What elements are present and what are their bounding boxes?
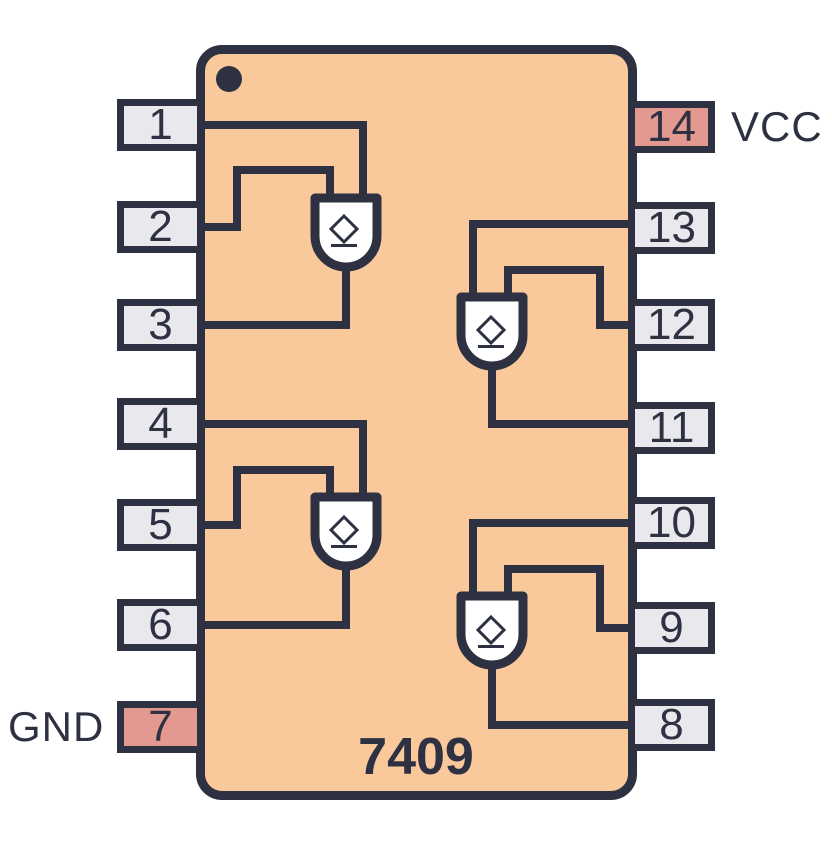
pin-number: 13 (647, 203, 696, 252)
pin-10: 10 (628, 497, 715, 549)
pin-14-vcc: 14 (628, 101, 715, 153)
pin-number: 4 (148, 399, 173, 448)
and-gate-3 (310, 492, 382, 571)
open-collector-icon (328, 514, 360, 546)
pin-number: 7 (148, 702, 173, 751)
pin-3: 3 (117, 299, 204, 351)
pin-number: 10 (647, 498, 696, 547)
pin-2: 2 (117, 201, 204, 253)
vcc-label: VCC (731, 103, 823, 150)
pin-number: 8 (659, 700, 684, 749)
pin1-indicator-dot-icon (216, 66, 242, 92)
pin-11: 11 (628, 402, 715, 454)
wire-pin13-to-gate2 (469, 220, 636, 303)
wire-pin5-to-gate3 (200, 466, 334, 529)
and-gate-1 (310, 193, 382, 272)
wire-gate2-to-pin11 (488, 361, 636, 428)
pin-9: 9 (628, 602, 715, 654)
pin-number: 6 (148, 600, 173, 649)
pin-number: 3 (148, 300, 173, 349)
wire-pin12-to-gate2 (504, 266, 636, 329)
wire-pin1-to-gate1 (200, 121, 367, 205)
pin-8: 8 (628, 699, 715, 751)
pin-number: 12 (647, 300, 696, 349)
wire-gate4-to-pin8 (488, 660, 636, 729)
pin-7-gnd: 7 (117, 701, 204, 753)
pin-12: 12 (628, 299, 715, 351)
pin-6: 6 (117, 599, 204, 651)
and-gate-2 (456, 292, 528, 371)
pin-number: 9 (659, 603, 684, 652)
open-collector-icon (475, 314, 507, 346)
pin-13: 13 (628, 202, 715, 254)
wire-pin2-to-gate1 (200, 166, 334, 231)
pin-number: 2 (148, 202, 173, 251)
wire-pin9-to-gate4 (504, 565, 636, 632)
wire-pin10-to-gate4 (469, 519, 636, 603)
pin-number: 11 (648, 403, 695, 452)
pin-1: 1 (117, 99, 204, 151)
wire-gate1-to-pin3 (200, 262, 350, 329)
and-gate-4 (456, 591, 528, 670)
pin-4: 4 (117, 398, 204, 450)
chip-part-number: 7409 (358, 728, 474, 786)
open-collector-icon (328, 213, 360, 245)
wire-gate3-to-pin6 (200, 561, 350, 629)
pin-number: 1 (148, 100, 173, 149)
pin-number: 5 (148, 500, 173, 549)
pin-number: 14 (647, 102, 696, 151)
open-collector-icon (475, 614, 507, 646)
gnd-label: GND (8, 703, 105, 750)
wire-pin4-to-gate3 (200, 420, 367, 505)
pin-5: 5 (117, 499, 204, 551)
